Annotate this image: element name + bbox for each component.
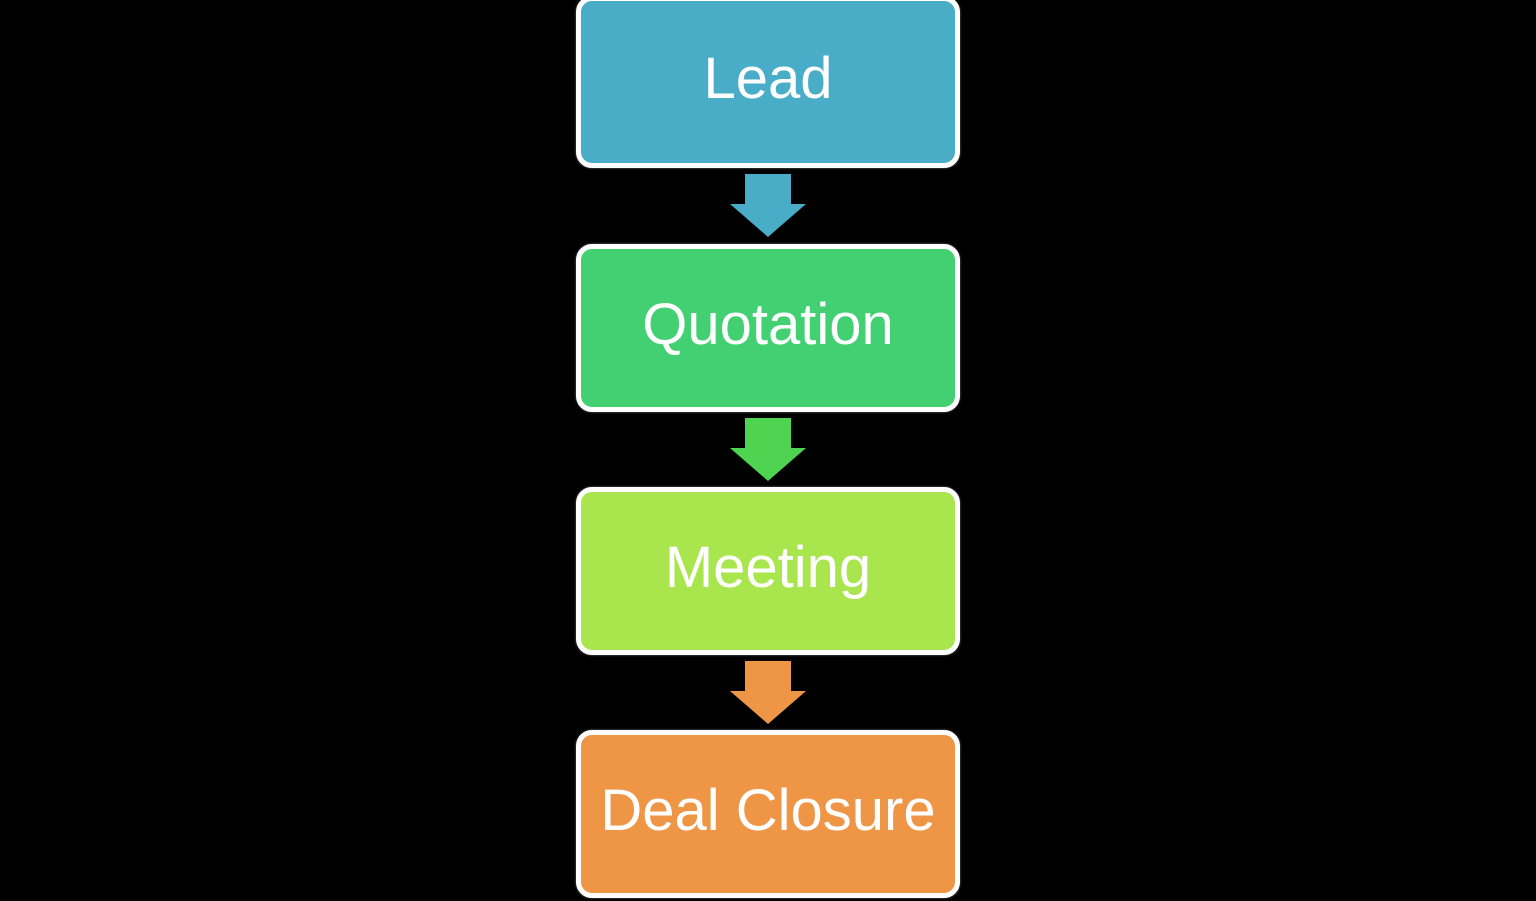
flow-node-meeting: Meeting (576, 487, 960, 655)
down-arrow-icon (730, 418, 806, 481)
flow-node-quotation: Quotation (576, 244, 960, 412)
flow-node-deal-closure: Deal Closure (576, 730, 960, 898)
down-arrow-icon (730, 174, 806, 237)
down-arrow-shape-quotation-to-meeting (730, 418, 806, 481)
down-arrow-shape-lead-to-quotation (730, 174, 806, 237)
flow-node-meeting-label: Meeting (664, 535, 872, 600)
down-arrow-icon (730, 661, 806, 724)
down-arrow-shape-meeting-to-deal-closure (730, 661, 806, 724)
flow-node-deal-closure-label: Deal Closure (600, 778, 936, 843)
flowchart: Lead Quotation Meeting Deal Closure (576, 0, 960, 898)
flow-node-quotation-label: Quotation (642, 292, 894, 357)
flow-node-lead: Lead (576, 0, 960, 168)
flow-node-lead-label: Lead (703, 46, 833, 111)
